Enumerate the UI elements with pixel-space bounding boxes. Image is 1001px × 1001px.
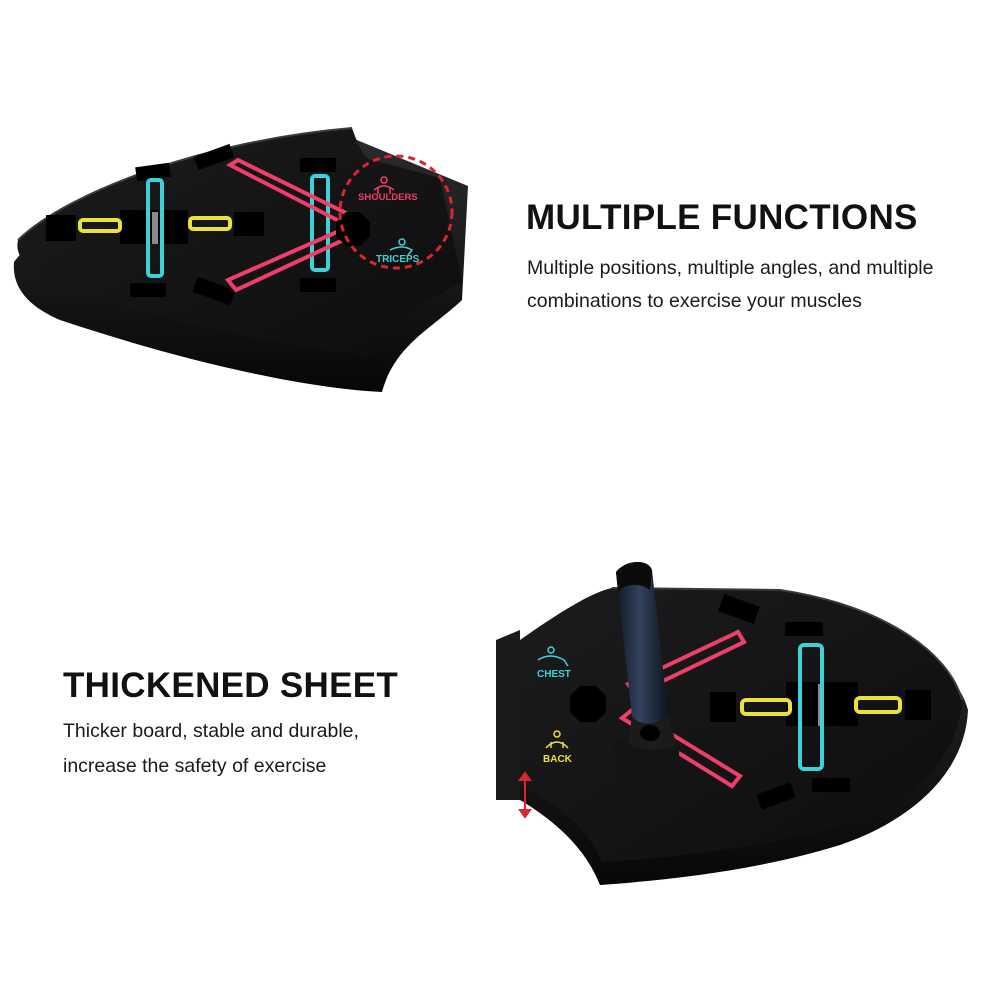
shoulders-label: SHOULDERS xyxy=(358,192,418,203)
thickness-arrow-icon xyxy=(518,771,532,819)
push-up-board-bottom: CHEST BACK xyxy=(496,561,968,885)
heading-multiple-functions: MULTIPLE FUNCTIONS xyxy=(526,198,918,237)
back-icon xyxy=(545,730,569,749)
description-line-2: increase the safety of exercise xyxy=(63,755,327,777)
description-line-1: Multiple positions, multiple angles, and… xyxy=(527,257,934,279)
shoulders-icon xyxy=(373,176,395,194)
chest-label: CHEST xyxy=(537,669,571,680)
push-up-handle xyxy=(612,561,680,796)
heading-thickened-sheet: THICKENED SHEET xyxy=(63,666,399,705)
description-line-2: combinations to exercise your muscles xyxy=(527,290,862,312)
highlight-circle xyxy=(338,154,454,270)
triceps-label: TRICEPS xyxy=(376,254,420,265)
back-label: BACK xyxy=(543,754,573,765)
triceps-icon xyxy=(389,238,414,256)
description-line-1: Thicker board, stable and durable, xyxy=(63,720,359,742)
push-up-board-top: SHOULDERS TRICEPS xyxy=(13,127,468,392)
chest-icon xyxy=(537,646,569,667)
